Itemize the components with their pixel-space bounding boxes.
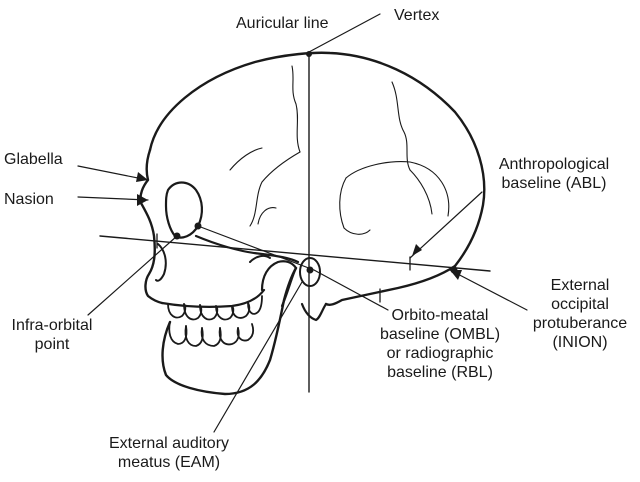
eam-pointer [214, 282, 302, 432]
ombl-label: Orbito-meatal baseline (OMBL) or radiogr… [370, 306, 510, 382]
ombl-label-line-4: baseline (RBL) [370, 363, 510, 382]
inion-label-line-2: occipital [522, 295, 638, 314]
inion-label-line-1: External [522, 276, 638, 295]
inion-label-line-3: protuberance [522, 314, 638, 333]
abl-label-line-2: baseline (ABL) [474, 174, 634, 193]
inion-label: External occipital protuberance (INION) [522, 276, 638, 352]
vertex-label: Vertex [394, 6, 439, 25]
eam-label-line-1: External auditory [84, 434, 254, 453]
auricular-line-label: Auricular line [236, 14, 328, 33]
landmark-points [174, 51, 458, 274]
abl-label-line-1: Anthropological [474, 155, 634, 174]
glabella-label: Glabella [4, 150, 63, 169]
mandible-ramus [262, 261, 296, 306]
cranium-outline [150, 53, 484, 266]
infra-orbital-label-line-2: point [2, 335, 102, 354]
occipital-base [326, 266, 455, 305]
nasion-label: Nasion [4, 190, 54, 209]
inion-point [451, 267, 458, 274]
orbit-outline [166, 183, 202, 238]
ombl-label-line-3: or radiographic [370, 344, 510, 363]
eam-label-line-2: meatus (EAM) [84, 453, 254, 472]
abl-arrowhead [412, 244, 422, 256]
eam-point [307, 267, 314, 274]
infra-orbital-point [174, 233, 181, 240]
inion-pointer [450, 270, 527, 310]
infra-orbital-label: Infra-orbital point [2, 316, 102, 354]
infra-orbital-label-line-1: Infra-orbital [2, 316, 102, 335]
glabella-point [195, 223, 202, 230]
mandible [163, 268, 296, 394]
abl-pointer [410, 192, 482, 258]
inion-label-line-4: (INION) [522, 333, 638, 352]
eam-label: External auditory meatus (EAM) [84, 434, 254, 472]
lower-teeth [169, 322, 253, 346]
ombl-line [198, 226, 314, 270]
coronoid-notch [250, 256, 270, 262]
abl-label: Anthropological baseline (ABL) [474, 155, 634, 193]
mastoid-process [302, 304, 326, 320]
ombl-label-line-2: baseline (OMBL) [370, 325, 510, 344]
cranial-sutures [230, 66, 449, 234]
vertex-point [306, 51, 312, 57]
ombl-label-line-1: Orbito-meatal [370, 306, 510, 325]
